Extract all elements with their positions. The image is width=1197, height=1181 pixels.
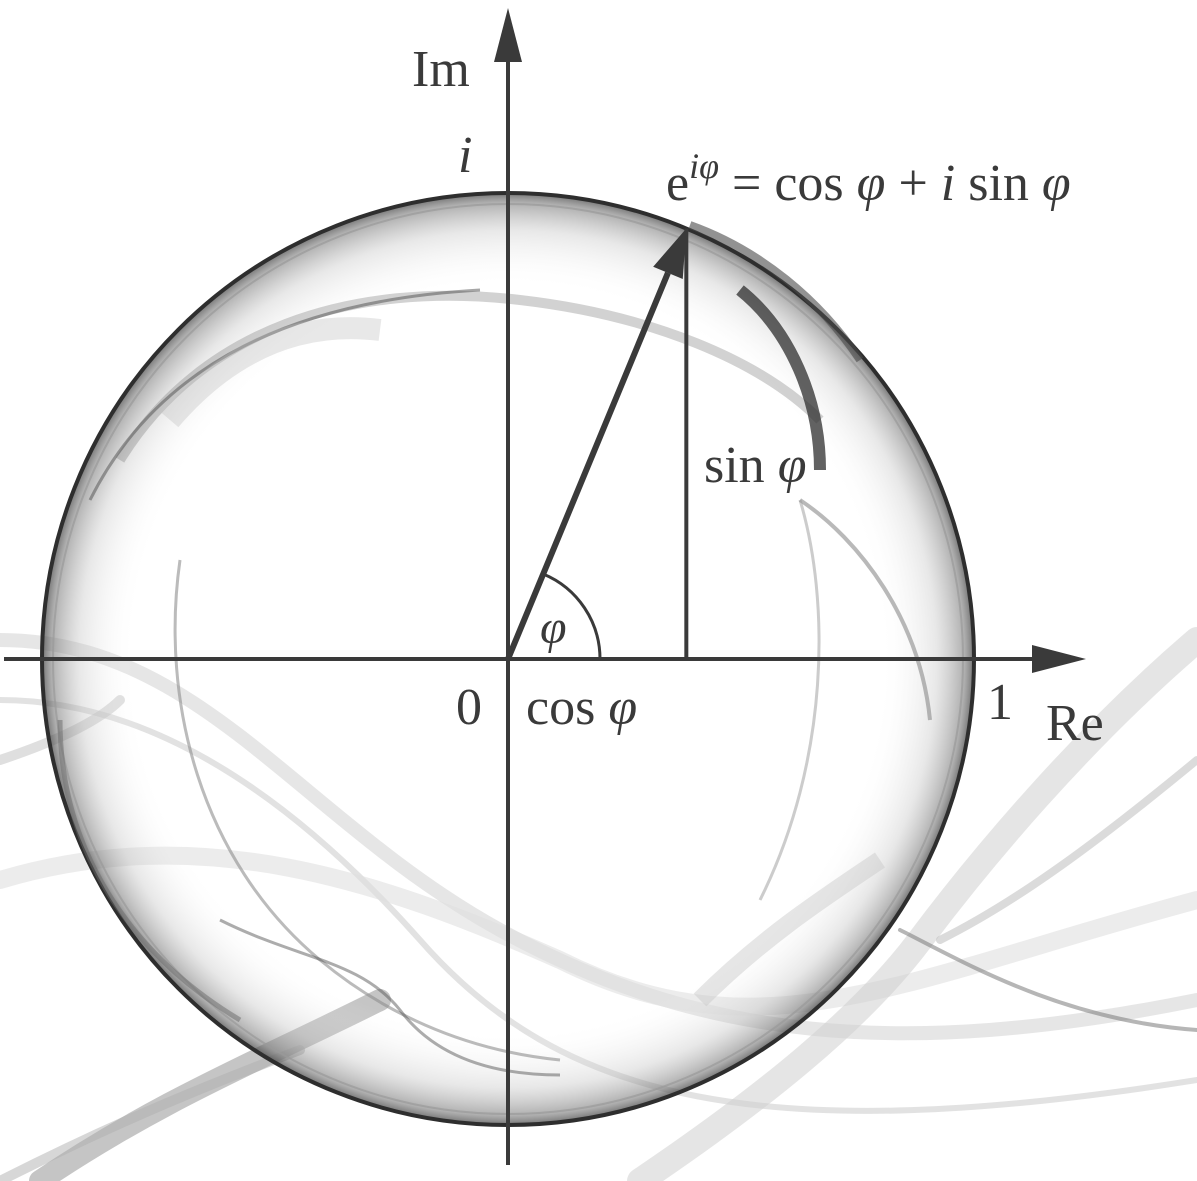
formula-base: e [666,155,689,212]
unit-real-label: 1 [987,674,1013,731]
real-axis-arrow-icon [1032,645,1086,673]
imaginary-unit-label: i [458,127,472,184]
unit-vector [505,271,671,661]
imaginary-axis-arrow-icon [494,8,522,62]
angle-arc [542,572,602,660]
real-axis-label: Re [1046,695,1104,752]
imaginary-axis-label: Im [412,41,470,98]
unit-vector-arrow-icon [653,228,687,279]
angle-label: φ [540,601,567,654]
origin-label: 0 [456,679,482,736]
formula-exponent: iφ [689,146,719,186]
sine-label: sin φ [704,437,806,494]
euler-formula: eiφ = cos φ + i sin φ [666,146,1071,212]
cosine-label: cos φ [526,679,637,736]
